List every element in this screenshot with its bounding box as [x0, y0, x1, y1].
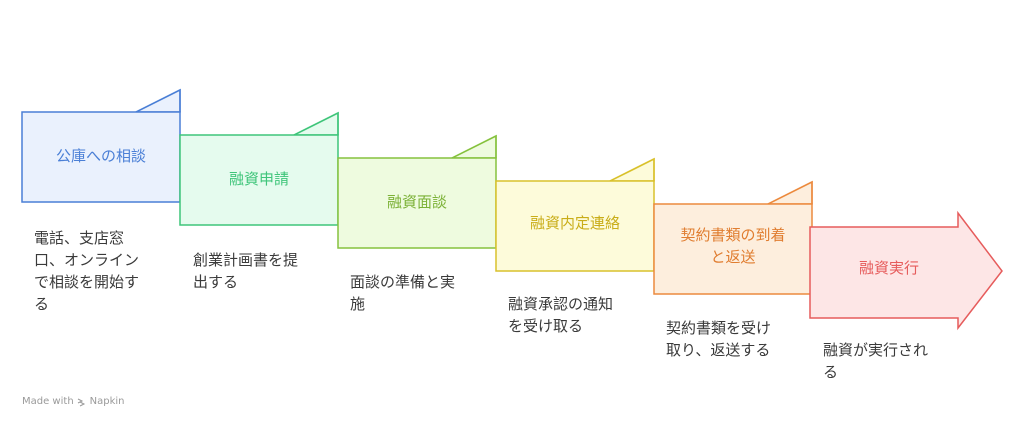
step-title-2: 融資申請	[228, 170, 289, 188]
step-title-1: 公庫への相談	[55, 147, 146, 165]
footer-brand: Napkin	[89, 396, 125, 407]
step-description-4: 融資承認の通知 を受け取る	[508, 295, 614, 335]
step-description-6: 融資が実行され る	[823, 341, 929, 381]
step-flap-edge-4	[609, 157, 655, 182]
footer-made-with: Made with	[22, 396, 74, 407]
step-flap-edge-2	[293, 111, 339, 136]
step-block-3	[337, 134, 497, 249]
step-description-1: 電話、支店窓 口、オンライン で相談を開始す る	[34, 229, 140, 313]
step-block-5	[653, 180, 813, 295]
step-arrow-6	[809, 210, 1003, 331]
step-title-6: 融資実行	[858, 259, 919, 277]
step-description-2: 創業計画書を提 出する	[193, 251, 299, 291]
step-title-5: 契約書類の到着 と返送	[680, 226, 786, 266]
step-flap-edge-3	[451, 134, 497, 159]
step-block-6	[809, 210, 1003, 331]
step-description-5: 契約書類を受け 取り、返送する	[666, 319, 772, 359]
step-flap-edge-5	[767, 180, 813, 205]
step-title-4: 融資内定連絡	[529, 214, 620, 232]
napkin-logo-icon	[77, 398, 85, 406]
step-block-1	[21, 88, 181, 203]
step-flap-edge-1	[135, 88, 181, 113]
step-box-1	[21, 111, 181, 203]
step-title-3: 融資面談	[386, 193, 447, 211]
footer: Made with Napkin	[22, 396, 125, 407]
step-description-3: 面談の準備と実 施	[350, 273, 456, 313]
step-box-3	[337, 157, 497, 249]
